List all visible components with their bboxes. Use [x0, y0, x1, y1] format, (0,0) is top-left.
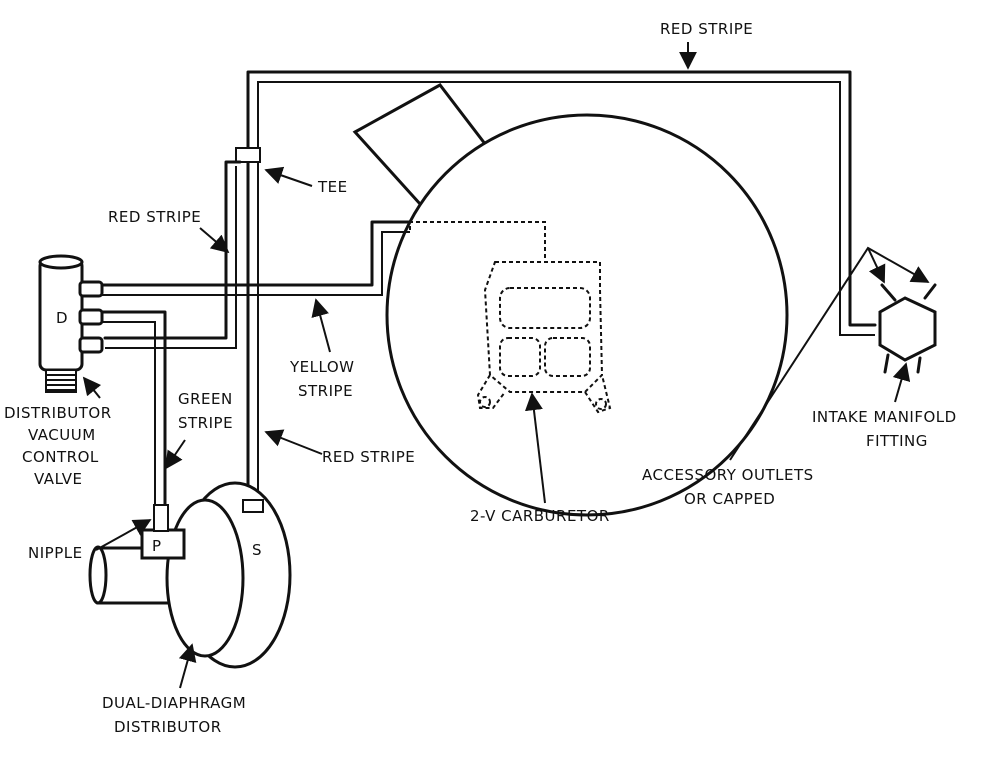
label-accessory-1: ACCESSORY OUTLETS: [642, 466, 814, 484]
label-red-stripe-mid: RED STRIPE: [322, 448, 415, 466]
carburetor-outline: [409, 221, 612, 414]
label-valve-1: DISTRIBUTOR: [4, 404, 112, 422]
label-carburetor: 2-V CARBURETOR: [470, 507, 610, 525]
label-red-stripe-top: RED STRIPE: [660, 20, 753, 38]
label-yellow-stripe-2: STRIPE: [298, 382, 353, 400]
air-cleaner: [352, 83, 789, 517]
label-intake-2: FITTING: [866, 432, 928, 450]
label-dist-2: DISTRIBUTOR: [114, 718, 222, 736]
label-tee: TEE: [317, 178, 348, 196]
yellow-stripe-hose: [98, 220, 412, 287]
port-p-label: P: [152, 537, 162, 555]
port-s-label: S: [252, 541, 262, 559]
label-green-stripe-2: STRIPE: [178, 414, 233, 432]
intake-manifold-fitting: [878, 283, 937, 374]
tee-fitting: [235, 147, 261, 163]
label-intake-1: INTAKE MANIFOLD: [812, 408, 957, 426]
label-red-stripe-left: RED STRIPE: [108, 208, 201, 226]
label-dist-1: DUAL-DIAPHRAGM: [102, 694, 246, 712]
air-cleaner-circle: [385, 113, 789, 517]
leader-arrows: [82, 42, 930, 689]
label-valve-3: CONTROL: [22, 448, 99, 466]
valve-port-d-label: D: [56, 309, 68, 327]
label-valve-4: VALVE: [34, 470, 83, 488]
dual-diaphragm-distributor: P S: [88, 481, 292, 669]
red-stripe-hose-top: [246, 70, 877, 327]
green-stripe-hose: [98, 310, 167, 507]
distributor-vacuum-control-valve: D: [38, 254, 104, 393]
label-valve-2: VACUUM: [28, 426, 96, 444]
label-nipple: NIPPLE: [28, 544, 83, 562]
label-accessory-2: OR CAPPED: [684, 490, 775, 508]
label-yellow-stripe-1: YELLOW: [289, 358, 354, 376]
label-green-stripe-1: GREEN: [178, 390, 233, 408]
nipple-fitting: [153, 504, 169, 532]
